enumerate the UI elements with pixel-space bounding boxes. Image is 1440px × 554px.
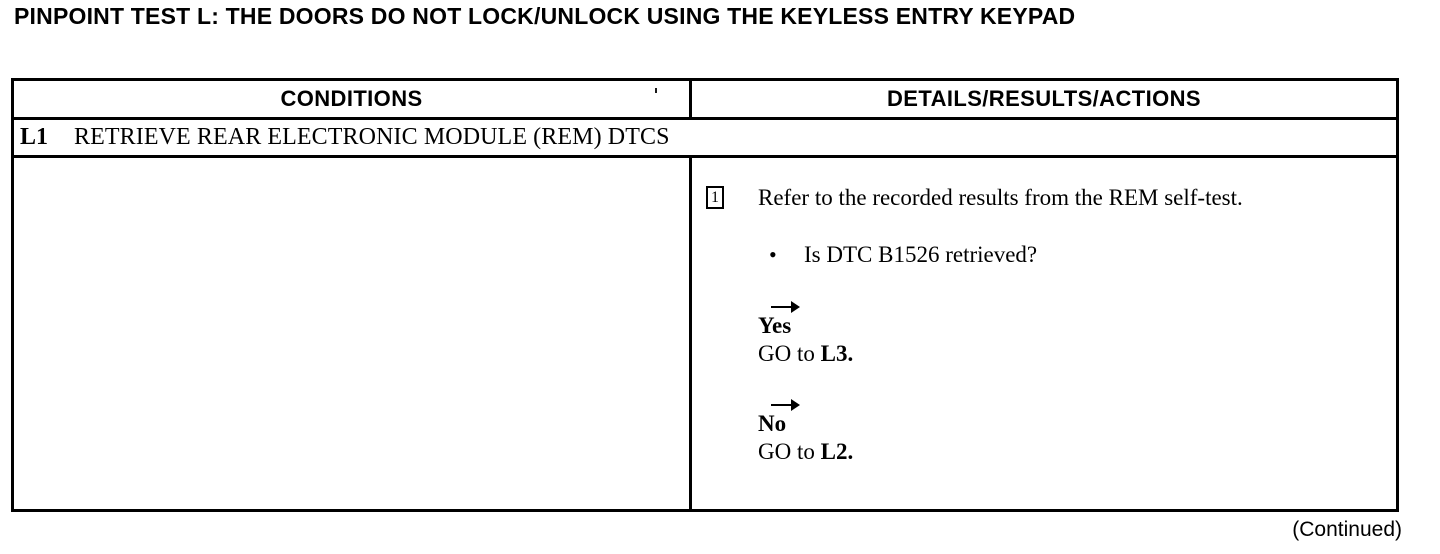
branch-no-goto-prefix: GO to (758, 439, 821, 464)
step-banner-text: RETRIEVE REAR ELECTRONIC MODULE (REM) DT… (74, 124, 670, 150)
scan-artifact-speck (655, 88, 657, 93)
branch-yes-answer: Yes (758, 313, 792, 338)
question-bullet-row: • Is DTC B1526 retrieved? (758, 241, 1396, 269)
table-header-row: CONDITIONS DETAILS/RESULTS/ACTIONS (14, 81, 1396, 120)
continued-note: (Continued) (1292, 518, 1402, 541)
step-1: 1 Refer to the recorded results from the… (706, 182, 1396, 213)
branch-yes-goto-prefix: GO to (758, 341, 821, 366)
branch-no-action: GO to L2. (758, 438, 1396, 465)
branch-no: No GO to L2. (758, 393, 1396, 465)
right-arrow-icon (771, 395, 801, 419)
question-text: Is DTC B1526 retrieved? (804, 242, 1038, 267)
branch-yes: Yes GO to L3. (758, 295, 1396, 367)
table-body-row: 1 Refer to the recorded results from the… (14, 158, 1396, 509)
branch-no-answer: No (758, 411, 787, 436)
step-instruction: Refer to the recorded results from the R… (758, 185, 1243, 210)
column-header-conditions: CONDITIONS (14, 81, 692, 117)
step-banner-row: L1 RETRIEVE REAR ELECTRONIC MODULE (REM)… (14, 120, 1396, 158)
branch-yes-action: GO to L3. (758, 340, 1396, 367)
page-title: PINPOINT TEST L: THE DOORS DO NOT LOCK/U… (14, 3, 1076, 29)
details-cell: 1 Refer to the recorded results from the… (692, 158, 1396, 509)
column-header-details: DETAILS/RESULTS/ACTIONS (887, 86, 1201, 111)
step-number-badge: 1 (706, 186, 724, 209)
branch-no-goto-target: L2. (820, 439, 854, 464)
branch-yes-goto-target: L3. (820, 341, 854, 366)
conditions-cell (14, 158, 692, 509)
bullet-icon: • (769, 242, 777, 267)
right-arrow-icon (771, 297, 801, 321)
pinpoint-test-table: CONDITIONS DETAILS/RESULTS/ACTIONS L1 RE… (11, 78, 1399, 512)
step-banner-code: L1 (20, 124, 49, 150)
